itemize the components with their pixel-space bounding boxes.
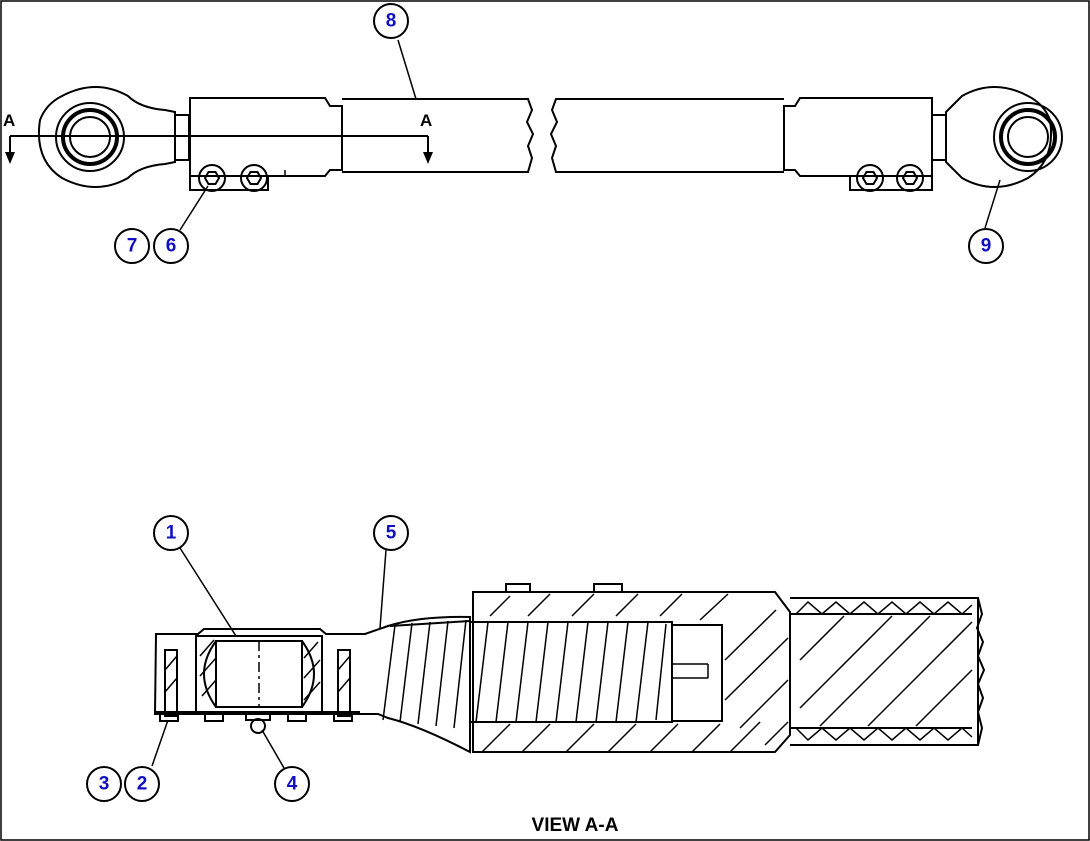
left-rod-end [38, 86, 176, 188]
left-nut-2 [245, 171, 263, 185]
left-rod-stub [174, 114, 190, 161]
leader-5 [379, 549, 387, 629]
svg-text:4: 4 [287, 774, 298, 795]
callout-1: 1 [153, 515, 189, 551]
section-clamp-lug-1 [505, 583, 531, 593]
right-eye-outer [993, 102, 1063, 172]
svg-text:6: 6 [166, 236, 177, 257]
section-clamp-lug-2 [593, 583, 623, 593]
callout-3: 3 [86, 766, 122, 802]
callout-5: 5 [373, 515, 409, 551]
svg-text:1: 1 [166, 523, 177, 544]
section-tube [790, 597, 979, 746]
leader-2 [151, 719, 169, 767]
callout-9: 9 [968, 228, 1004, 264]
view-title: VIEW A-A [532, 815, 619, 836]
leader-1 [179, 547, 237, 637]
callout-4: 4 [274, 766, 310, 802]
tie-rod-assembly: A A [3, 39, 1063, 231]
left-clamp-ear [189, 176, 269, 191]
leader-9 [984, 179, 1001, 229]
section-arrow-right [423, 152, 433, 164]
svg-text:8: 8 [386, 11, 397, 32]
left-bolt-1 [198, 164, 226, 192]
right-clamp-ear [849, 176, 933, 191]
section-clamp-sleeve [472, 591, 791, 753]
left-bolt-2 [240, 164, 268, 192]
svg-text:7: 7 [127, 236, 138, 257]
section-tube-threads [795, 600, 973, 742]
section-view [151, 547, 986, 769]
svg-text:2: 2 [137, 774, 148, 795]
tube-left [342, 98, 535, 173]
right-clamp-sleeve [783, 97, 933, 177]
section-arrow-left [5, 152, 15, 164]
section-ring-right [337, 649, 351, 717]
left-nut-1 [203, 171, 221, 185]
right-eye-bore [1007, 116, 1049, 158]
right-bolt-1 [856, 164, 884, 192]
leader-4 [261, 729, 285, 769]
svg-text:3: 3 [99, 774, 110, 795]
right-nut-2 [901, 171, 919, 185]
callout-8: 8 [373, 3, 409, 39]
section-jam-end [671, 624, 723, 722]
section-mark-right: A [420, 111, 432, 130]
right-bolt-2 [896, 164, 924, 192]
section-sleeve-hatch [481, 593, 789, 753]
svg-text:9: 9 [981, 236, 992, 257]
section-threads [382, 619, 667, 729]
section-mark-left: A [3, 111, 15, 130]
callout-7: 7 [114, 228, 150, 264]
callout-2: 2 [124, 766, 160, 802]
right-eye-bearing [999, 108, 1057, 166]
section-rod-end-body [153, 615, 471, 754]
section-ring-left [164, 649, 178, 717]
tube-right [549, 98, 784, 173]
left-clamp-sleeve [189, 97, 343, 177]
callout-6: 6 [153, 228, 189, 264]
right-rod-stub [931, 114, 947, 161]
right-nut-1 [861, 171, 879, 185]
leader-8 [397, 39, 417, 100]
svg-text:5: 5 [386, 523, 397, 544]
right-rod-end [945, 86, 1052, 188]
leader-6 [179, 185, 209, 231]
